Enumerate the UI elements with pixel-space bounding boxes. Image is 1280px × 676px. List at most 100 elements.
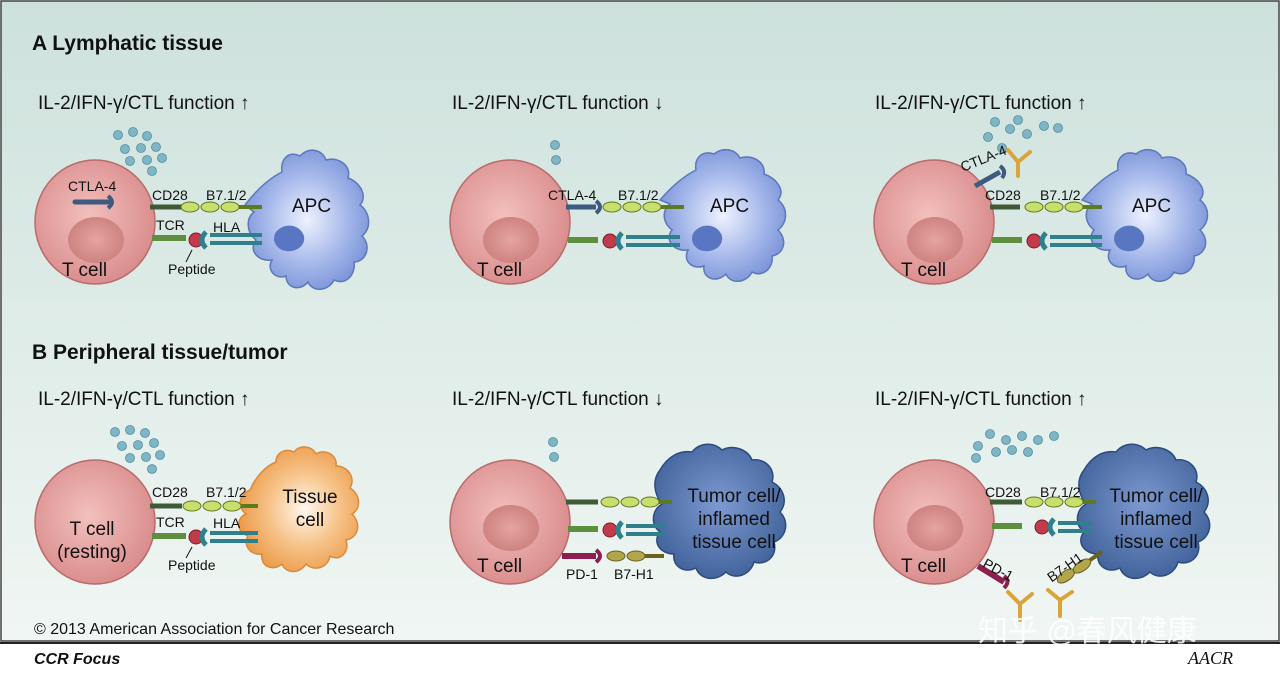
copyright-notice: © 2013 American Association for Cancer R… bbox=[34, 621, 395, 638]
tcr-hla-pair bbox=[152, 230, 262, 263]
panel-b3 bbox=[873, 429, 1211, 622]
function-label-b3: IL-2/IFN-γ/CTL function ↑ bbox=[875, 389, 1087, 410]
tcr-label: TCR bbox=[156, 217, 185, 233]
panel-a2 bbox=[449, 140, 787, 285]
tcr-hla-pair bbox=[992, 517, 1092, 537]
aacr-logo: AACR bbox=[1188, 648, 1233, 668]
b7-label: B7.1/2 bbox=[206, 187, 247, 203]
tissue-cell-line1: Tissue bbox=[282, 487, 338, 508]
tumor-cell-line2: inflamed bbox=[698, 509, 770, 530]
t-cell-resting-line2: (resting) bbox=[57, 542, 127, 563]
ctla4-label: CTLA-4 bbox=[548, 187, 597, 203]
apc-label: APC bbox=[710, 196, 750, 217]
ctla4-receptor bbox=[72, 194, 114, 210]
hla-label: HLA bbox=[213, 515, 241, 531]
cd28-b7-pair bbox=[150, 500, 258, 512]
ctla4-with-antibody bbox=[973, 148, 1032, 189]
cytokine-dots bbox=[983, 115, 1063, 153]
cd28-b7-pair bbox=[150, 201, 262, 213]
t-cell-label: T cell bbox=[477, 556, 523, 577]
function-label-b1: IL-2/IFN-γ/CTL function ↑ bbox=[38, 389, 250, 410]
apc-nucleus bbox=[274, 225, 305, 252]
ctla4-label: CTLA-4 bbox=[68, 178, 117, 194]
apc-cell bbox=[1080, 148, 1209, 282]
t-cell-label: T cell bbox=[901, 260, 947, 281]
antibody-icon bbox=[1046, 588, 1074, 618]
cd28-b7-pair bbox=[566, 496, 672, 508]
cytokine-dots bbox=[971, 429, 1059, 463]
section-b-title: B Peripheral tissue/tumor bbox=[32, 341, 288, 364]
cytokine-dots bbox=[550, 140, 561, 165]
tumor-cell-line1: Tumor cell/ bbox=[687, 486, 781, 507]
tcr-hla-pair bbox=[992, 231, 1102, 251]
panel-b1 bbox=[34, 425, 360, 585]
cd28-label: CD28 bbox=[152, 187, 188, 203]
t-cell bbox=[34, 459, 156, 585]
cd28-b7-pair bbox=[990, 201, 1102, 213]
t-cell-nucleus bbox=[68, 217, 124, 263]
cd28-label: CD28 bbox=[152, 484, 188, 500]
tcr-hla-pair bbox=[152, 527, 258, 559]
cd28-label: CD28 bbox=[985, 187, 1021, 203]
tissue-cell-line2: cell bbox=[295, 510, 325, 531]
t-cell-nucleus bbox=[483, 505, 539, 551]
b7h1-ligand bbox=[1056, 550, 1104, 584]
t-cell-resting-line1: T cell bbox=[69, 519, 115, 540]
t-cell-nucleus bbox=[907, 505, 963, 551]
apc-nucleus bbox=[692, 225, 723, 252]
b7-label: B7.1/2 bbox=[1040, 187, 1081, 203]
t-cell-nucleus bbox=[907, 217, 963, 263]
function-label-a3: IL-2/IFN-γ/CTL function ↑ bbox=[875, 93, 1087, 114]
t-cell-label: T cell bbox=[62, 260, 108, 281]
t-cell-label: T cell bbox=[477, 260, 523, 281]
ctla4-b7-pair bbox=[566, 199, 684, 215]
hla-label: HLA bbox=[213, 219, 241, 235]
peptide-label: Peptide bbox=[168, 557, 216, 573]
antibody-icon bbox=[1006, 148, 1032, 178]
antibody-icon bbox=[1006, 590, 1034, 622]
apc-nucleus bbox=[1114, 225, 1145, 252]
pd1-label: PD-1 bbox=[566, 566, 598, 582]
tumor-cell bbox=[1076, 443, 1211, 580]
t-cell-resting-label: T cell (resting) bbox=[50, 518, 134, 564]
tumor-cell-line1: Tumor cell/ bbox=[1109, 486, 1203, 507]
cytokine-dots bbox=[548, 437, 559, 462]
watermark: 知乎 @春风健康 bbox=[978, 615, 1197, 648]
function-label-a2: IL-2/IFN-γ/CTL function ↓ bbox=[452, 93, 664, 114]
t-cell-label: T cell bbox=[901, 556, 947, 577]
tissue-cell-label: Tissue cell bbox=[268, 486, 352, 532]
function-label-a1: IL-2/IFN-γ/CTL function ↑ bbox=[38, 93, 250, 114]
function-label-b2: IL-2/IFN-γ/CTL function ↓ bbox=[452, 389, 664, 410]
cd28-b7-pair bbox=[990, 496, 1096, 508]
tumor-cell-line3: tissue cell bbox=[1114, 532, 1198, 553]
tumor-cell-line3: tissue cell bbox=[692, 532, 776, 553]
tcr-label: TCR bbox=[156, 514, 185, 530]
section-a-title: A Lymphatic tissue bbox=[32, 32, 223, 55]
tissue-cell bbox=[238, 446, 360, 573]
b7-label: B7.1/2 bbox=[1040, 484, 1081, 500]
tcr-hla-pair bbox=[568, 231, 680, 251]
tcr-hla-pair bbox=[568, 520, 666, 540]
tumor-cell-label: Tumor cell/ inflamed tissue cell bbox=[1086, 485, 1226, 554]
b7-label: B7.1/2 bbox=[206, 484, 247, 500]
apc-label: APC bbox=[292, 196, 332, 217]
peptide-label: Peptide bbox=[168, 261, 216, 277]
apc-cell bbox=[243, 149, 370, 290]
cd28-label: CD28 bbox=[985, 484, 1021, 500]
panel-b2 bbox=[449, 437, 787, 585]
cytokine-dots bbox=[113, 127, 167, 176]
cytokine-dots bbox=[110, 425, 165, 474]
b7h1-label: B7-H1 bbox=[614, 566, 654, 582]
pd1-b7h1-pair bbox=[562, 548, 664, 564]
tumor-cell-label: Tumor cell/ inflamed tissue cell bbox=[664, 485, 804, 554]
t-cell-nucleus bbox=[483, 217, 539, 263]
apc-label: APC bbox=[1132, 196, 1172, 217]
panel-a3 bbox=[873, 115, 1209, 285]
tumor-cell-line2: inflamed bbox=[1120, 509, 1192, 530]
b7-label: B7.1/2 bbox=[618, 187, 659, 203]
panel-a1 bbox=[34, 127, 370, 290]
apc-cell bbox=[658, 148, 787, 282]
footer-journal-name: CCR Focus bbox=[34, 651, 121, 668]
